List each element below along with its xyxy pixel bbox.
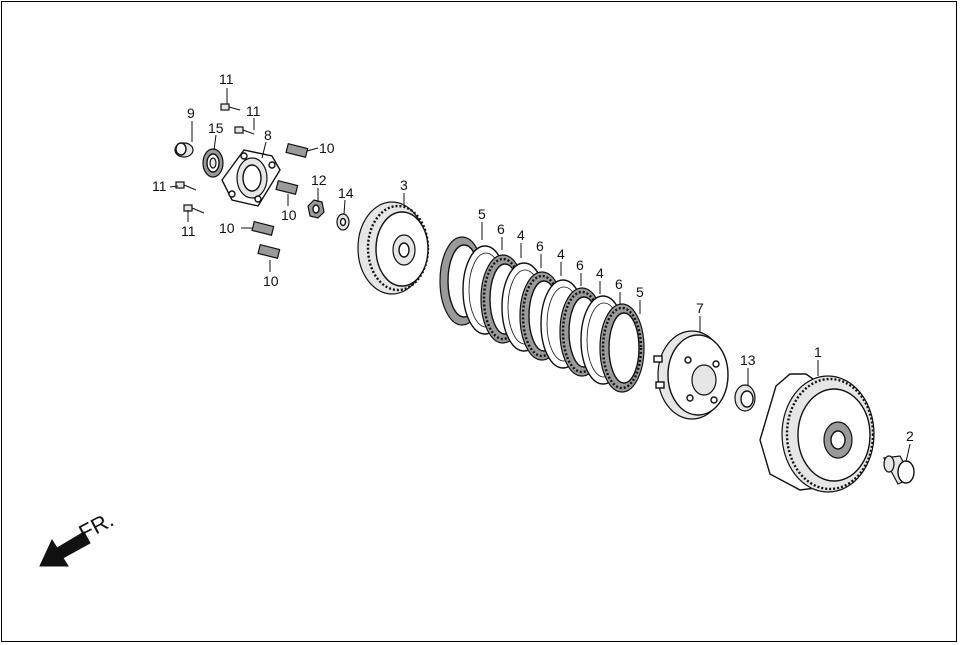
callout-7: 7 bbox=[696, 300, 704, 316]
part-9-cap bbox=[174, 142, 194, 158]
callout-4-first: 4 bbox=[517, 227, 525, 243]
callout-5-first: 5 bbox=[478, 206, 486, 222]
callout-10-left: 10 bbox=[219, 220, 235, 236]
callout-6-first: 6 bbox=[497, 221, 505, 237]
callout-labels: 11 11 9 15 8 10 11 11 10 10 10 12 14 3 5… bbox=[152, 71, 914, 444]
callout-6-second: 6 bbox=[536, 238, 544, 254]
callout-11-upper: 11 bbox=[246, 103, 261, 119]
callout-10-upper: 10 bbox=[319, 140, 335, 156]
part-12-nut bbox=[307, 199, 325, 219]
part-1-clutch-outer bbox=[759, 373, 875, 493]
clutch-plate-pack bbox=[439, 236, 645, 393]
callout-3: 3 bbox=[400, 177, 408, 193]
part-11-bolts bbox=[175, 103, 255, 214]
callout-9: 9 bbox=[187, 105, 195, 121]
leader-lines bbox=[169, 88, 911, 463]
callout-10-bottom: 10 bbox=[263, 273, 279, 289]
callout-11-top: 11 bbox=[219, 71, 234, 87]
callout-11-lower: 11 bbox=[181, 223, 196, 239]
part-15-bearing bbox=[202, 148, 224, 178]
callout-15: 15 bbox=[208, 120, 224, 136]
front-direction-arrow: FR. bbox=[39, 507, 118, 567]
part-3-clutch-center bbox=[357, 201, 430, 295]
callout-1: 1 bbox=[814, 344, 822, 360]
callout-8: 8 bbox=[264, 127, 272, 143]
callout-14: 14 bbox=[338, 185, 354, 201]
part-14-washer bbox=[336, 213, 350, 231]
part-10-springs bbox=[251, 142, 309, 259]
callout-4-second: 4 bbox=[557, 246, 565, 262]
callout-13: 13 bbox=[740, 352, 756, 368]
callout-6-third: 6 bbox=[576, 257, 584, 273]
callout-6-fourth: 6 bbox=[615, 276, 623, 292]
callout-10-middle: 10 bbox=[281, 207, 297, 223]
callout-4-third: 4 bbox=[596, 265, 604, 281]
part-8-lifter-plate bbox=[221, 149, 281, 207]
callout-11-left: 11 bbox=[152, 178, 167, 194]
callout-2: 2 bbox=[906, 428, 914, 444]
callout-12: 12 bbox=[311, 172, 327, 188]
part-7-pressure-plate bbox=[653, 330, 729, 420]
part-2-bushing bbox=[883, 455, 915, 485]
part-13-collar bbox=[734, 384, 756, 412]
callout-5-last: 5 bbox=[636, 284, 644, 300]
